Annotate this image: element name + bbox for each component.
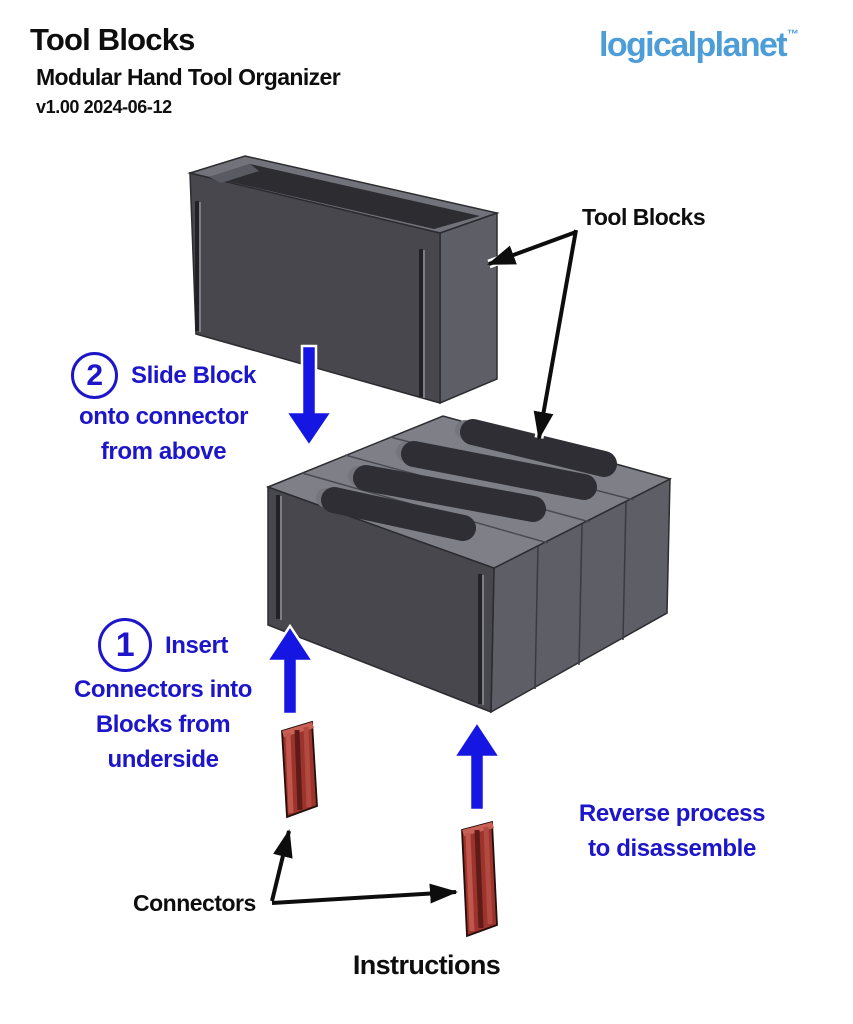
reverse-note: Reverse process to disassemble [563,796,781,866]
step-2-line2: onto connector [78,403,249,430]
step-1-number: 1 [115,625,135,664]
step-1-line1: Insert [165,631,228,659]
connector-right [461,820,498,938]
connectors-label: Connectors [133,890,256,916]
step-2-line1: Slide Block [131,362,256,389]
step-2-line3: from above [100,438,227,465]
brand-name: logicalplanet [599,26,788,64]
version-date: v1.00 2024-06-12 [36,97,172,117]
slide-down-arrow-icon [283,344,335,449]
block-slots [316,419,617,541]
insert-up-arrow-left-icon [264,623,316,716]
step-1-number-badge: 1 [98,618,153,672]
insert-up-arrow-right-icon [451,719,503,812]
tool-block-assembly [265,415,673,714]
page-subtitle: Modular Hand Tool Organizer [36,64,341,90]
step-1-line2: Connectors into [74,676,252,703]
brand-logo: logicalplanet™ [599,26,799,65]
upper-tool-block [187,155,500,405]
connectors-callout-arrows [267,829,458,908]
step-2-number-badge: 2 [71,352,118,399]
instructions-title: Instructions [352,950,501,980]
reverse-line1: Reverse process [578,800,766,827]
step-2-number: 2 [86,359,103,392]
step-1-annotation: 1 Insert Connectors into Blocks from und… [56,618,270,777]
step-1-line4: underside [107,746,219,773]
toolblocks-callout-arrows [487,227,581,440]
connector-left [281,720,318,819]
blue-motion-arrows [264,344,503,812]
trademark-symbol: ™ [787,27,800,41]
step-2-annotation: 2 Slide Block onto connector from above [56,352,271,469]
tool-blocks-label: Tool Blocks [582,204,706,230]
page-title: Tool Blocks [30,22,195,57]
step-1-line3: Blocks from [95,711,231,738]
reverse-line2: to disassemble [588,835,756,862]
